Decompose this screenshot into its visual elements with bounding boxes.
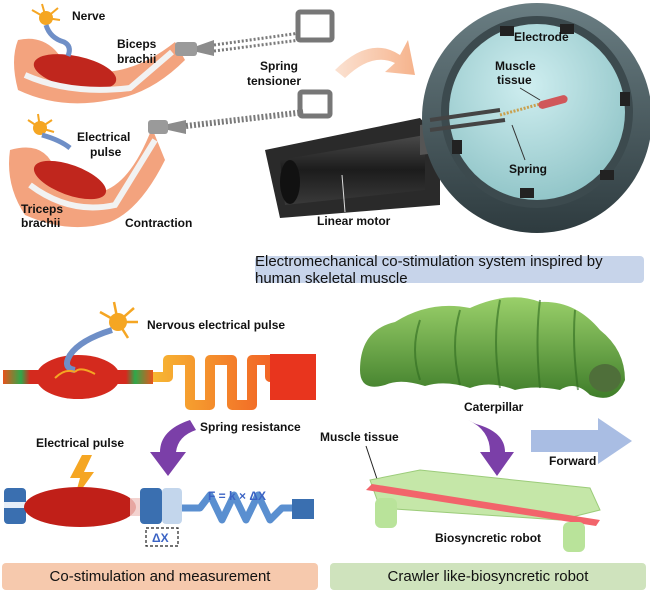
- nerve-cell-lower-icon: [27, 113, 72, 150]
- label-nervous-pulse: Nervous electrical pulse: [147, 318, 285, 332]
- triceps-muscle: [33, 160, 107, 200]
- caterpillar-illustration: [360, 297, 625, 398]
- banner-bottom-left: Co-stimulation and measurement: [2, 563, 318, 590]
- spring-tensioner-bottom: [168, 89, 333, 134]
- neuron-bottom-icon: [54, 301, 138, 379]
- banner-top: Electromechanical co-stimulation system …: [255, 253, 644, 287]
- label-nerve: Nerve: [72, 9, 106, 23]
- label-electrode: Electrode: [514, 30, 569, 44]
- label-formula: F = k × ΔX: [208, 489, 266, 503]
- label-spring-resistance: Spring resistance: [200, 420, 301, 434]
- spring-resistance-graphic: [153, 354, 316, 410]
- label-spring-tensioner-2: tensioner: [247, 74, 301, 88]
- measurement-illustration: [4, 487, 314, 547]
- label-biceps-1: Biceps: [117, 37, 157, 51]
- down-arrow-right-icon: [468, 420, 514, 476]
- banner-bottom-right: Crawler like-biosyncretic robot: [330, 563, 646, 590]
- label-linear-motor: Linear motor: [317, 214, 391, 228]
- nerve-cell-icon: [31, 3, 72, 57]
- label-caterpillar: Caterpillar: [464, 400, 524, 414]
- biceps-muscle: [33, 54, 117, 90]
- label-electrical-pulse-2: pulse: [90, 145, 122, 159]
- label-spring-tensioner-1: Spring: [260, 59, 298, 73]
- culture-dish: [422, 3, 650, 233]
- label-contraction: Contraction: [125, 216, 192, 230]
- spring-tensioner-top: [197, 9, 335, 56]
- arm-upper-illustration: [14, 38, 197, 104]
- forward-arrow-icon: [531, 418, 632, 464]
- arm-lower-illustration: [9, 120, 168, 228]
- down-arrow-left-icon: [150, 420, 196, 476]
- curved-arrow-icon: [335, 40, 415, 78]
- label-biosyncretic-robot: Biosyncretic robot: [435, 531, 541, 545]
- label-delta-x: ΔX: [152, 531, 169, 545]
- label-triceps-1: Triceps: [21, 202, 63, 216]
- label-triceps-2: brachii: [21, 216, 60, 230]
- label-biceps-2: brachii: [117, 52, 156, 66]
- label-muscle-tissue-bottom: Muscle tissue: [320, 430, 399, 444]
- label-forward: Forward: [549, 454, 596, 468]
- muscle-tissue-strip: [538, 95, 568, 109]
- label-muscle-tissue-2: tissue: [497, 73, 532, 87]
- label-spring: Spring: [509, 162, 547, 176]
- lightning-icon: [70, 455, 94, 500]
- label-electrical-pulse-bottom: Electrical pulse: [36, 436, 124, 450]
- biosyncretic-robot-illustration: [366, 469, 601, 552]
- label-electrical-pulse-1: Electrical: [77, 130, 130, 144]
- muscle-fiber-illustration: [3, 355, 153, 399]
- label-muscle-tissue-1: Muscle: [495, 59, 536, 73]
